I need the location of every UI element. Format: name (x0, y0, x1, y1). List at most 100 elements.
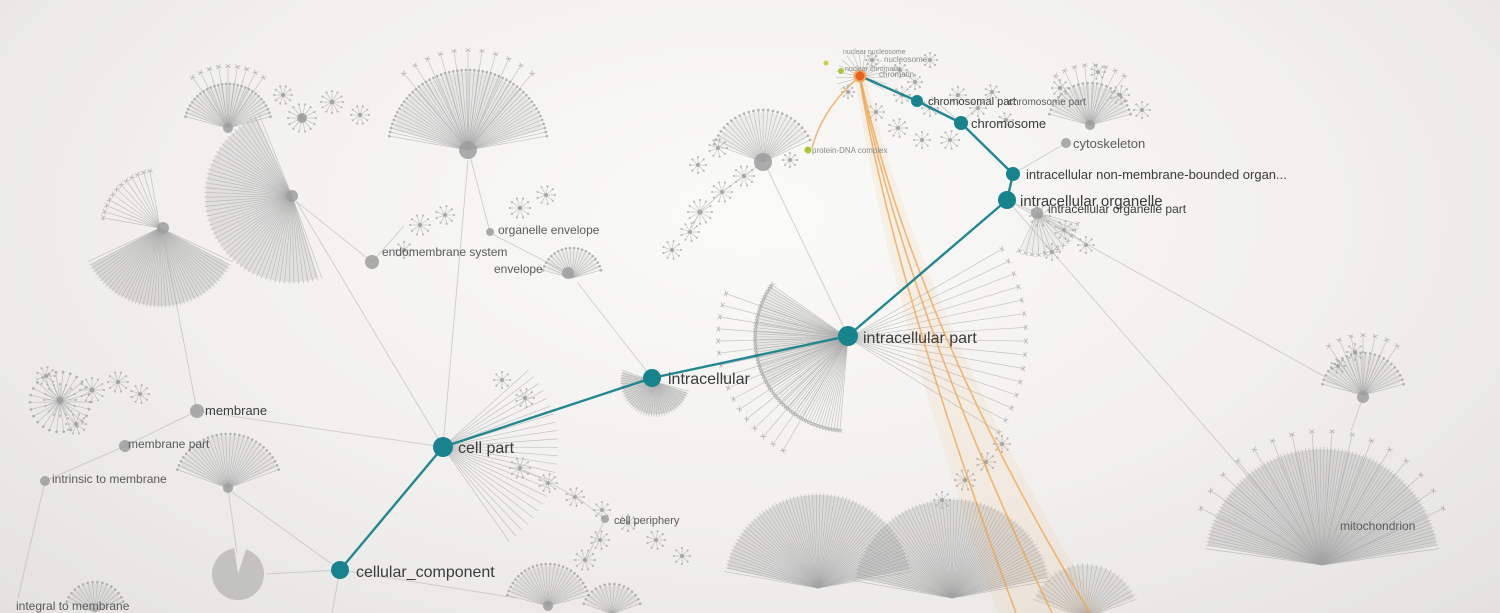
fan-spoke (227, 98, 262, 129)
rosette-tip-dot (289, 88, 292, 91)
graph-node-gray[interactable] (1357, 391, 1369, 403)
fan-tip-cross (1347, 334, 1354, 338)
fan-tip-dot (65, 600, 69, 604)
graph-node-gray[interactable] (486, 228, 494, 236)
graph-node-intracellular-part[interactable] (838, 326, 858, 346)
graph-node-chromosomal-part[interactable] (911, 95, 923, 107)
fan-spoke (59, 401, 72, 431)
fan-wedge (586, 585, 638, 613)
rosette-tip-dot (991, 455, 995, 458)
rosette-tip-dot (439, 206, 442, 209)
graph-node-gray[interactable] (365, 255, 379, 269)
selected-term-node[interactable] (853, 69, 867, 83)
rosette-tip-dot (356, 105, 359, 108)
graph-node-gray[interactable] (562, 267, 574, 279)
fan-spoke (1205, 548, 1323, 566)
fan-spoke (180, 460, 229, 489)
rosette (1050, 78, 1070, 98)
rosette-tip-dot (680, 227, 683, 230)
rosette-tip-dot (795, 158, 799, 162)
graph-node-gray[interactable] (1031, 207, 1043, 219)
fan-tip-cross (519, 62, 523, 69)
fan-tip-dot (460, 68, 464, 72)
graph-node-chromosome[interactable] (954, 116, 968, 130)
fan-tip-cross (451, 49, 457, 53)
graph-node-gray[interactable] (223, 123, 233, 133)
fan-spoke (1321, 512, 1429, 566)
rosette-tip-dot (546, 202, 549, 205)
fan-tip-dot (572, 246, 576, 250)
rosette-tip-dot (933, 54, 937, 57)
graph-node-gray[interactable] (119, 440, 131, 452)
fan-spoke (467, 86, 518, 151)
fan-spoke (796, 337, 849, 416)
fan-spoke (185, 116, 229, 129)
graph-node-gray[interactable] (157, 222, 169, 234)
graph-node-gray[interactable] (286, 190, 298, 202)
graph-node-cellular-component[interactable] (331, 561, 349, 579)
fan-wedge (754, 285, 848, 388)
rosette-tip-dot (732, 174, 736, 178)
fan-spoke (219, 195, 293, 247)
graph-node-cell-part[interactable] (433, 437, 453, 457)
graph-node-gray[interactable] (1085, 120, 1095, 130)
rosette-tip-dot (680, 562, 684, 566)
graph-node-gray[interactable] (1061, 138, 1071, 148)
graph-node-gray[interactable] (190, 404, 204, 418)
fan-spoke (1250, 470, 1323, 566)
rosette-tip-dot (698, 222, 702, 226)
graph-node-gray[interactable] (459, 141, 477, 159)
fan-spoke (442, 446, 557, 465)
rosette-tip-dot (536, 190, 539, 193)
rosette-tip-dot (592, 564, 595, 568)
fan-spoke (1242, 477, 1323, 566)
fan-spoke (1082, 83, 1091, 126)
rosette-tip-dot (997, 90, 1001, 94)
graph-node-intracellular-nmb-organelle[interactable] (1006, 167, 1020, 181)
fan-tip-dot (398, 107, 401, 110)
fan-spoke (1054, 572, 1083, 613)
rosette-tip-dot (723, 152, 727, 155)
rosette-tip-dot (982, 112, 985, 115)
fan-spoke (508, 590, 549, 607)
graph-node-gray[interactable] (40, 476, 50, 486)
fan-spoke (951, 513, 1007, 599)
graph-node-gray[interactable] (543, 601, 553, 611)
graph-node-intracellular[interactable] (643, 369, 661, 387)
rosette-tip-dot (130, 389, 133, 392)
fan-spoke (433, 77, 469, 151)
fan-tip-cross (768, 283, 775, 287)
graph-node-gray[interactable] (223, 483, 233, 493)
fan-tip-cross (197, 71, 204, 74)
fan-tip-dot (505, 78, 508, 82)
fan-spoke (726, 563, 819, 589)
fan-tip-cross (1012, 270, 1016, 277)
graph-node-gray[interactable] (297, 113, 307, 123)
fan-tip-dot (603, 583, 607, 587)
fan-spoke (736, 538, 819, 589)
fan-spoke (817, 498, 851, 589)
rosette-tip-dot (688, 204, 691, 208)
fan (189, 63, 267, 129)
rosette-tip-dot (1003, 125, 1006, 128)
fan-spoke (247, 195, 293, 273)
graph-node-gray[interactable] (601, 515, 609, 523)
fan-tip-cross (437, 52, 444, 56)
term-label: chromosome (971, 116, 1046, 131)
fan-spoke (442, 430, 557, 448)
rosette-tip-dot (1003, 112, 1006, 115)
fan-spoke (951, 501, 978, 599)
rosette-tip-dot (594, 546, 597, 549)
rosette-tip-dot (976, 114, 980, 118)
green-term-node[interactable] (804, 146, 812, 154)
green-term-node[interactable] (838, 68, 844, 74)
fan-tip-cross (1360, 332, 1366, 338)
fan-spoke (185, 453, 229, 489)
rosette-tip-dot (940, 135, 943, 138)
rosette-tip-dot (650, 531, 653, 534)
graph-node-intracellular-organelle[interactable] (998, 191, 1016, 209)
green-term-node[interactable] (823, 60, 829, 66)
graph-node-gray[interactable] (754, 153, 772, 171)
